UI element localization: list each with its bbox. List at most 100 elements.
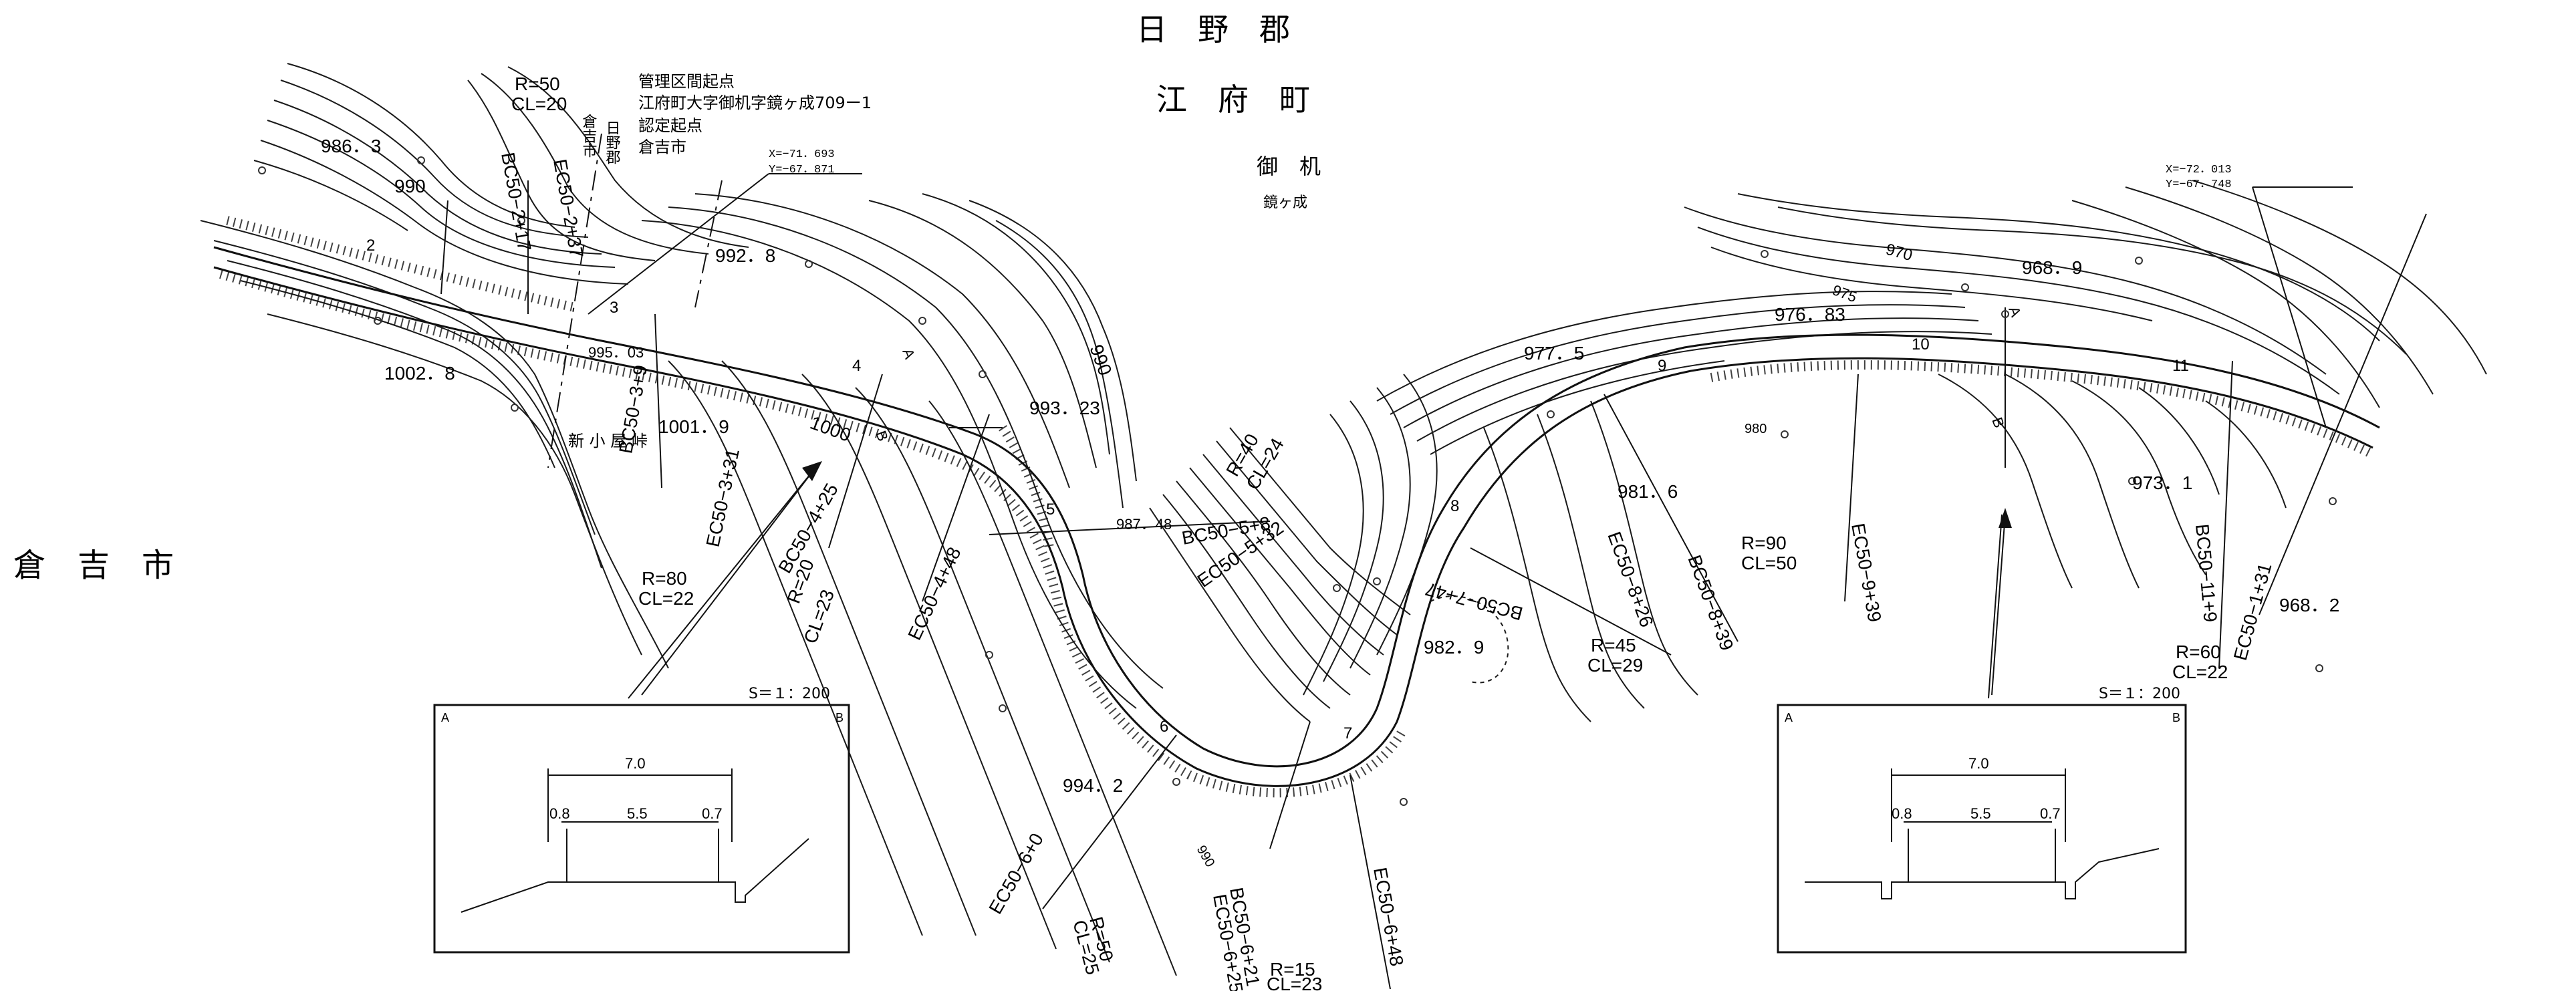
- station-3: 3: [610, 299, 618, 317]
- coord-right-x: X=−72．013: [2166, 164, 2232, 176]
- elevation-1002-8: 1002．8: [384, 363, 455, 384]
- section-right-total-width: 7.0: [1968, 755, 1989, 772]
- curve-11-length: CL=22: [2172, 662, 2228, 682]
- ec50-2-37-label: EC50−2+37: [549, 158, 587, 260]
- section-right-b: B: [2172, 711, 2180, 724]
- station-6: 6: [1160, 718, 1168, 736]
- coordinates-left: X=−71．693 Y=−67．871: [769, 148, 835, 176]
- section-right-left-shoulder: 0.8: [1892, 805, 1912, 822]
- elevation-994-2: 994．2: [1063, 775, 1123, 796]
- section-left-road-width: 5.5: [627, 805, 648, 822]
- elevation-993-23: 993．23: [1029, 398, 1100, 418]
- note-kurayoshi: 倉吉市: [638, 138, 686, 156]
- elevation-977-5: 977．5: [1524, 343, 1584, 364]
- elevation-970: 970: [1884, 241, 1914, 265]
- section-left-scale: S＝１：200: [749, 686, 830, 702]
- district-label: 日 野 郡: [1136, 11, 1290, 47]
- elevation-990-c: 990: [1194, 843, 1218, 870]
- ec50-1-31-label: EC50−1+31: [2230, 561, 2276, 662]
- curve-1-radius: R=50: [515, 74, 560, 94]
- curve-labels: R=50 CL=20 BC50−2+17 EC50−2+37 BC50−3+9 …: [497, 74, 2275, 991]
- station-4: 4: [852, 357, 861, 375]
- elevation-981-6: 981．6: [1618, 481, 1678, 502]
- contour-lines: [200, 63, 2487, 976]
- cross-section-left: S＝１：200 A B 7.0 5.5 0.8 0.7: [433, 686, 850, 954]
- curve-8-length: CL=50: [1741, 553, 1797, 573]
- cross-section-right: S＝１：200 A B 7.0 5.5 0.8 0.7: [1777, 686, 2187, 954]
- bc50-8-39-label: BC50−8+39: [1684, 552, 1737, 653]
- elevation-990-a: 990: [394, 176, 426, 196]
- curve-11-radius: R=60: [2176, 642, 2221, 662]
- bc50-11-9-label: BC50−11+9: [2192, 523, 2221, 623]
- curve-3-radius: R=80: [642, 568, 687, 589]
- elevation-987-48: 987．48: [1116, 516, 1172, 533]
- station-9: 9: [1658, 357, 1666, 375]
- station-5: 5: [1046, 501, 1055, 519]
- elevation-975: 975: [1830, 281, 1859, 305]
- note-management-start: 管理区間起点: [638, 72, 735, 91]
- ec50-8-26-label: EC50−8+26: [1603, 529, 1657, 629]
- section-right-road-width: 5.5: [1970, 805, 1991, 822]
- section-right-a: A: [1785, 711, 1793, 724]
- hino-vertical-label: 日野郡: [604, 120, 621, 164]
- note-certified-start: 認定起点: [638, 116, 702, 135]
- elevation-labels: 986．3 990 992．8 995．03 1002．8 1001．9 10 0…: [321, 136, 2339, 869]
- coord-left-x: X=−71．693: [769, 148, 835, 161]
- station-10: 10: [1912, 335, 1930, 353]
- boundary-lines: [440, 133, 2427, 990]
- curve-8-radius: R=90: [1741, 533, 1787, 553]
- kurayoshi-vertical-label: 倉吉市: [580, 114, 598, 158]
- bc50-7-47-label: BC50−7+47: [1423, 579, 1525, 625]
- spot-markers: [258, 156, 2337, 806]
- section-left-left-shoulder: 0.8: [549, 805, 570, 822]
- section-left-right-shoulder: 0.7: [702, 805, 723, 822]
- section-leaders: [628, 467, 2003, 699]
- curve-1-length: CL=20: [511, 94, 567, 114]
- note-address: 江府町大字御机字鏡ヶ成709ー1: [638, 94, 872, 112]
- section-mark-a-right: A: [2005, 304, 2025, 319]
- road: [213, 216, 2380, 798]
- station-2: 2: [366, 237, 375, 255]
- curve-7-radius: R=45: [1591, 635, 1636, 656]
- town-label: 江 府 町: [1156, 82, 1310, 118]
- station-11: 11: [2172, 357, 2189, 375]
- station-7: 7: [1343, 724, 1352, 742]
- area-label: 御 机: [1257, 154, 1321, 179]
- boundary-vertical-labels: 倉吉市 日野郡: [580, 114, 621, 164]
- road-pass-label: 新 小 屋 峠: [568, 432, 648, 450]
- elevation-968-9: 968．9: [2022, 257, 2082, 278]
- elevation-976-83: 976．83: [1775, 304, 1845, 325]
- curve-7-length: CL=29: [1587, 655, 1643, 676]
- road-edge-north: [213, 246, 2380, 768]
- subarea-label: 鏡ヶ成: [1263, 194, 1307, 211]
- road-edge-south: [213, 266, 2373, 787]
- coordinates-right: X=−72．013 Y=−67．748: [2166, 164, 2232, 191]
- road-hatch: [219, 269, 1408, 798]
- ec50-4-48-label: EC50−4+48: [904, 544, 964, 644]
- elevation-1001-9: 1001．9: [658, 416, 729, 437]
- elevation-986-3: 986．3: [321, 136, 381, 156]
- station-8: 8: [1450, 497, 1459, 515]
- elevation-995-03: 995．03: [588, 344, 644, 361]
- curve-6b-radius: R=15: [1270, 959, 1315, 980]
- elevation-980: 980: [1745, 422, 1767, 436]
- coord-left-y: Y=−67．871: [769, 164, 835, 176]
- station-numbers: 2 3 4 5 6 7 8 9 10 11: [366, 237, 2189, 742]
- elevation-973-1: 973．1: [2132, 472, 2192, 493]
- section-left-total-width: 7.0: [625, 755, 646, 772]
- coord-right-y: Y=−67．748: [2166, 178, 2232, 191]
- section-right-scale: S＝１：200: [2099, 686, 2180, 702]
- ec50-3-31-label: EC50−3+31: [702, 447, 743, 549]
- header: 日 野 郡 江 府 町 御 机 鏡ヶ成: [1136, 11, 1321, 211]
- section-right-right-shoulder: 0.7: [2040, 805, 2061, 822]
- curve-3-length: CL=22: [638, 588, 694, 609]
- section-mark-a-left: A: [899, 346, 918, 362]
- curve-6b-length: CL=23: [1267, 974, 1322, 991]
- left-city-label: 倉 吉 市: [13, 547, 174, 584]
- elevation-992-8: 992．8: [715, 245, 775, 266]
- elevation-968-2: 968．2: [2279, 595, 2339, 615]
- elevation-982-9: 982．9: [1424, 637, 1484, 658]
- ec50-9-39-label: EC50−9+39: [1847, 522, 1885, 624]
- elevation-990-b: 990: [1085, 341, 1116, 378]
